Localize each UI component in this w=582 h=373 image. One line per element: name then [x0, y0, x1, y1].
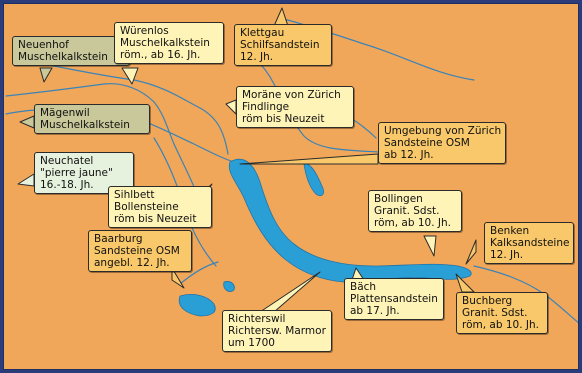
callout-klettgau-line-3: 12. Jh.: [240, 51, 274, 63]
callout-maegenwil-line-2: Muschelkalkstein: [40, 119, 130, 131]
callout-neuchatel-line-2: "pierre jaune": [40, 167, 113, 179]
callout-maegenwil: Mägenwil Muschelkalkstein: [34, 104, 150, 134]
lake-zurich: [228, 158, 472, 283]
callout-bollingen-line-1: Bollingen: [374, 193, 423, 205]
pointer-wurenlos: [121, 67, 139, 85]
callout-baech-line-2: Plattensandstein: [350, 293, 438, 305]
pointer-neuenhof: [39, 67, 53, 83]
callout-benken-line-2: Kalksandsteine: [490, 237, 570, 249]
callout-wurenlos: Würenlos Muschelkalkstein röm., ab 16. J…: [114, 22, 224, 64]
river-aare: [43, 63, 229, 155]
callout-neuenhof-line-1: Neuenhof: [18, 39, 69, 51]
callout-baarburg: Baarburg Sandsteine OSM angebl. 12. Jh.: [88, 230, 192, 272]
callout-baarburg-line-3: angebl. 12. Jh.: [94, 257, 170, 269]
pointer-moraene: [225, 99, 237, 115]
callout-umgebung-line-3: ab 12. Jh.: [384, 149, 434, 161]
callout-baech-line-3: ab 17. Jh.: [350, 305, 400, 317]
callout-baarburg-line-1: Baarburg: [94, 233, 143, 245]
callout-wurenlos-line-1: Würenlos: [120, 25, 169, 37]
callout-neuenhof: Neuenhof Muschelkalkstein: [12, 36, 130, 66]
pointer-neuchatel: [17, 173, 35, 187]
callout-bollingen: Bollingen Granit. Sdst. röm, ab 10. Jh.: [368, 190, 462, 232]
callout-klettgau-line-2: Schilfsandstein: [240, 39, 320, 51]
callout-baarburg-line-2: Sandsteine OSM: [94, 245, 180, 257]
callout-wurenlos-line-3: röm., ab 16. Jh.: [120, 49, 201, 61]
callout-moraene-line-2: Findlinge: [242, 101, 290, 113]
callout-sihlbett-line-2: Bollensteine: [114, 201, 179, 213]
callout-richterswil-line-1: Richterswil: [228, 313, 286, 325]
callout-benken-line-3: 12. Jh.: [490, 249, 524, 261]
callout-klettgau: Klettgau Schilfsandstein 12. Jh.: [234, 24, 332, 66]
callout-moraene: Moräne von Zürich Findlinge röm bis Neuz…: [236, 86, 354, 128]
lake-tuerlersee: [223, 281, 235, 292]
callout-buchberg: Buchberg Granit. Sdst. röm, ab 10. Jh.: [456, 292, 548, 334]
callout-buchberg-line-1: Buchberg: [462, 295, 513, 307]
callout-umgebung: Umgebung von Zürich Sandsteine OSM ab 12…: [378, 122, 506, 164]
pointer-umgebung: [239, 153, 379, 165]
callout-benken-line-1: Benken: [490, 225, 530, 237]
callout-richterswil-line-3: um 1700: [228, 337, 275, 349]
river-reuss: [5, 83, 201, 203]
callout-buchberg-line-3: röm, ab 10. Jh.: [462, 319, 539, 331]
callout-sihlbett: Sihlbett Bollensteine röm bis Neuzeit: [108, 186, 212, 228]
callout-richterswil: Richterswil Richtersw. Marmor um 1700: [222, 310, 332, 352]
pointer-baarburg: [171, 267, 185, 289]
callout-umgebung-line-2: Sandsteine OSM: [384, 137, 470, 149]
callout-moraene-line-1: Moräne von Zürich: [242, 89, 341, 101]
callout-baech-line-1: Bäch: [350, 281, 377, 293]
callout-neuchatel-line-3: 16.-18. Jh.: [40, 179, 94, 191]
callout-bollingen-line-2: Granit. Sdst.: [374, 205, 440, 217]
callout-neuchatel-line-1: Neuchatel: [40, 155, 94, 167]
river-lorze: [179, 261, 219, 285]
callout-richterswil-line-2: Richtersw. Marmor: [228, 325, 326, 337]
pointer-richterswil: [259, 271, 321, 313]
callout-umgebung-line-1: Umgebung von Zürich: [384, 125, 502, 137]
callout-sihlbett-line-1: Sihlbett: [114, 189, 155, 201]
callout-buchberg-line-2: Granit. Sdst.: [462, 307, 528, 319]
lake-greifensee: [303, 163, 324, 196]
callout-sihlbett-line-3: röm bis Neuzeit: [114, 213, 197, 225]
callout-klettgau-line-1: Klettgau: [240, 27, 285, 39]
pointer-bollingen: [423, 235, 437, 257]
callout-wurenlos-line-2: Muschelkalkstein: [120, 37, 210, 49]
callout-benken: Benken Kalksandsteine 12. Jh.: [484, 222, 574, 264]
lake-zug: [178, 294, 216, 317]
pointer-maegenwil: [19, 115, 35, 129]
callout-neuenhof-line-2: Muschelkalkstein: [18, 51, 108, 63]
callout-baech: Bäch Plattensandstein ab 17. Jh.: [344, 278, 444, 320]
pointer-benken: [465, 239, 477, 265]
map-frame: Neuenhof Muschelkalkstein Würenlos Musch…: [3, 3, 579, 370]
callout-bollingen-line-3: röm, ab 10. Jh.: [374, 217, 451, 229]
callout-maegenwil-line-1: Mägenwil: [40, 107, 90, 119]
callout-moraene-line-3: röm bis Neuzeit: [242, 113, 325, 125]
